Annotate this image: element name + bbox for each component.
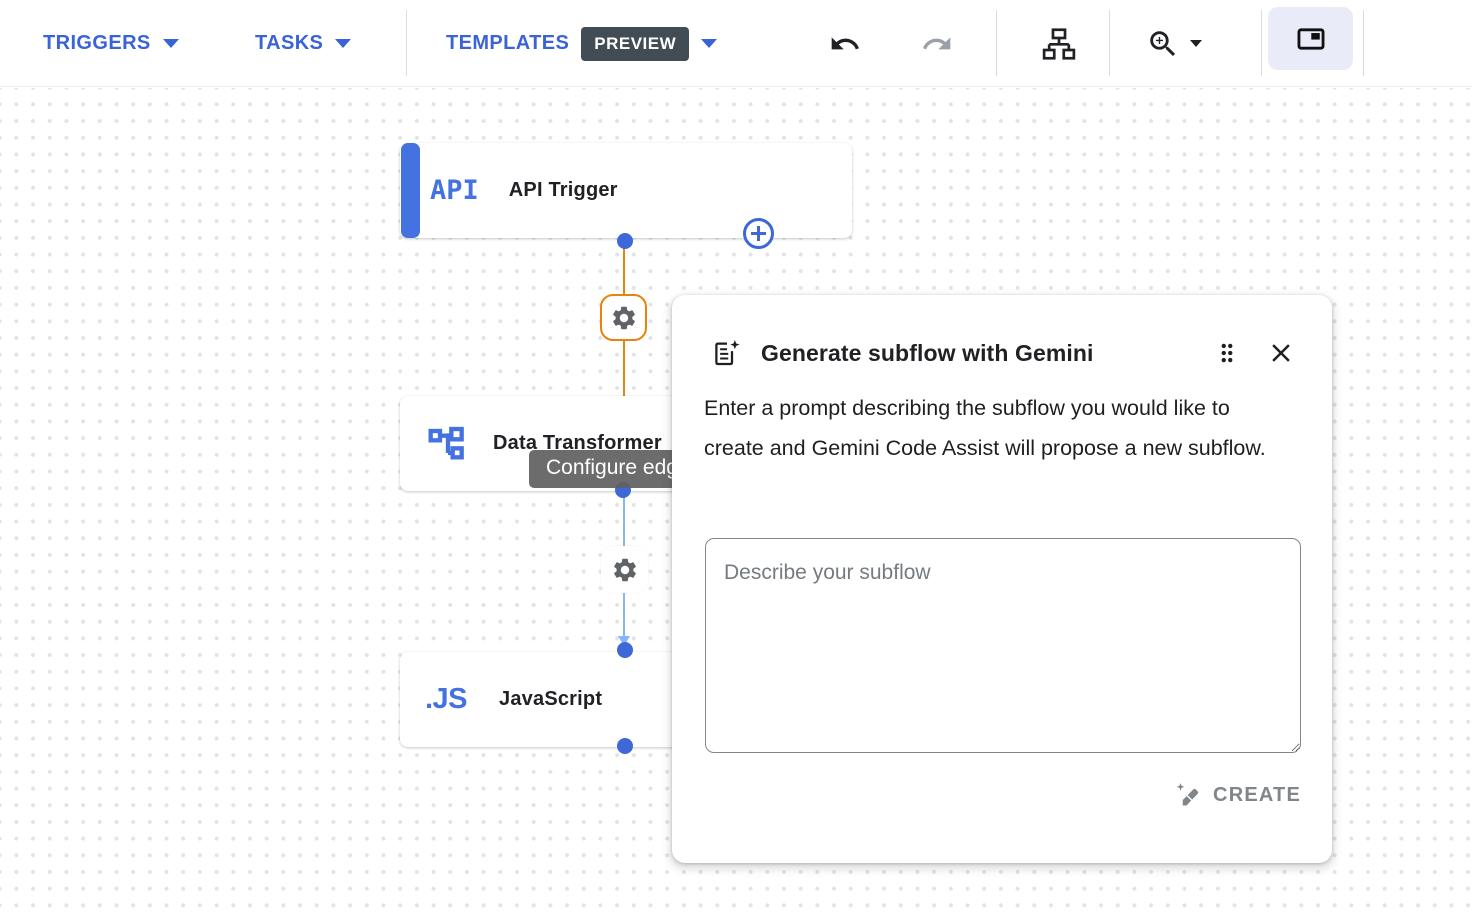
chevron-down-icon bbox=[1190, 40, 1202, 47]
side-panel-icon bbox=[1297, 27, 1324, 50]
zoom-in-icon bbox=[1150, 30, 1176, 56]
drag-handle[interactable] bbox=[1214, 340, 1240, 366]
connection-dot[interactable] bbox=[617, 738, 633, 754]
preview-badge: PREVIEW bbox=[581, 26, 690, 61]
close-dialog-button[interactable] bbox=[1266, 338, 1296, 368]
settings-gear-icon bbox=[613, 558, 636, 581]
subflow-prompt-input[interactable] bbox=[705, 538, 1301, 753]
edge-arrowhead bbox=[618, 636, 630, 646]
edge-trigger-to-transformer[interactable] bbox=[623, 240, 625, 294]
tasks-label: TASKS bbox=[255, 32, 324, 54]
dialog-footer: CREATE bbox=[1174, 773, 1301, 817]
tasks-menu-button[interactable]: TASKS bbox=[255, 0, 352, 87]
editor-toolbar: TRIGGERS TASKS TEMPLATES PREVIEW bbox=[0, 0, 1472, 87]
toolbar-divider bbox=[996, 10, 997, 76]
triggers-label: TRIGGERS bbox=[43, 32, 151, 54]
connection-dot[interactable] bbox=[617, 642, 633, 658]
create-button[interactable]: CREATE bbox=[1174, 781, 1301, 809]
create-label: CREATE bbox=[1213, 783, 1301, 806]
toolbar-divider bbox=[1363, 10, 1364, 76]
zoom-menu-button[interactable] bbox=[1146, 0, 1202, 87]
node-label: API Trigger bbox=[508, 179, 618, 201]
node-label: JavaScript bbox=[499, 688, 603, 710]
templates-menu-button[interactable]: TEMPLATES PREVIEW bbox=[446, 0, 718, 87]
undo-button[interactable] bbox=[822, 0, 868, 87]
data-transformer-icon bbox=[427, 424, 467, 464]
api-trigger-icon: API bbox=[430, 175, 479, 206]
close-icon bbox=[1272, 344, 1290, 362]
redo-icon bbox=[923, 36, 951, 49]
drag-indicator-icon bbox=[1221, 343, 1233, 363]
javascript-icon: .JS bbox=[425, 683, 468, 715]
add-step-button[interactable] bbox=[743, 218, 774, 249]
generate-subflow-dialog: Generate subflow with Gemini Enter a pro… bbox=[672, 295, 1332, 863]
generate-doc-sparkle-icon bbox=[715, 340, 740, 366]
magic-pencil-icon bbox=[1176, 783, 1199, 806]
trigger-accent-bar bbox=[401, 143, 420, 238]
node-api-trigger[interactable]: API API Trigger bbox=[400, 143, 852, 238]
undo-icon bbox=[831, 36, 859, 49]
dialog-header: Generate subflow with Gemini bbox=[712, 335, 1296, 371]
workflow-canvas[interactable]: API API Trigger Configure edge Data Tran… bbox=[0, 88, 1472, 920]
connection-dot[interactable] bbox=[617, 233, 633, 249]
toolbar-divider bbox=[1109, 10, 1110, 76]
side-panel-toggle-button[interactable] bbox=[1268, 7, 1353, 70]
chevron-down-icon bbox=[701, 39, 718, 48]
configure-edge-button[interactable] bbox=[601, 546, 648, 593]
toolbar-divider bbox=[406, 10, 407, 76]
layout-tree-icon bbox=[1042, 27, 1076, 60]
node-label: Data Transformer bbox=[493, 432, 662, 454]
auto-layout-button[interactable] bbox=[1034, 0, 1084, 87]
chevron-down-icon bbox=[335, 39, 352, 48]
dialog-description: Enter a prompt describing the subflow yo… bbox=[704, 396, 1266, 460]
settings-gear-icon bbox=[612, 306, 635, 329]
redo-button[interactable] bbox=[914, 0, 960, 87]
edge-trigger-to-transformer[interactable] bbox=[623, 340, 625, 398]
templates-label: TEMPLATES bbox=[446, 32, 570, 54]
toolbar-divider bbox=[1261, 10, 1262, 76]
dialog-title: Generate subflow with Gemini bbox=[761, 339, 1094, 366]
triggers-menu-button[interactable]: TRIGGERS bbox=[43, 0, 179, 87]
configure-edge-button[interactable] bbox=[600, 294, 647, 341]
chevron-down-icon bbox=[162, 39, 179, 48]
